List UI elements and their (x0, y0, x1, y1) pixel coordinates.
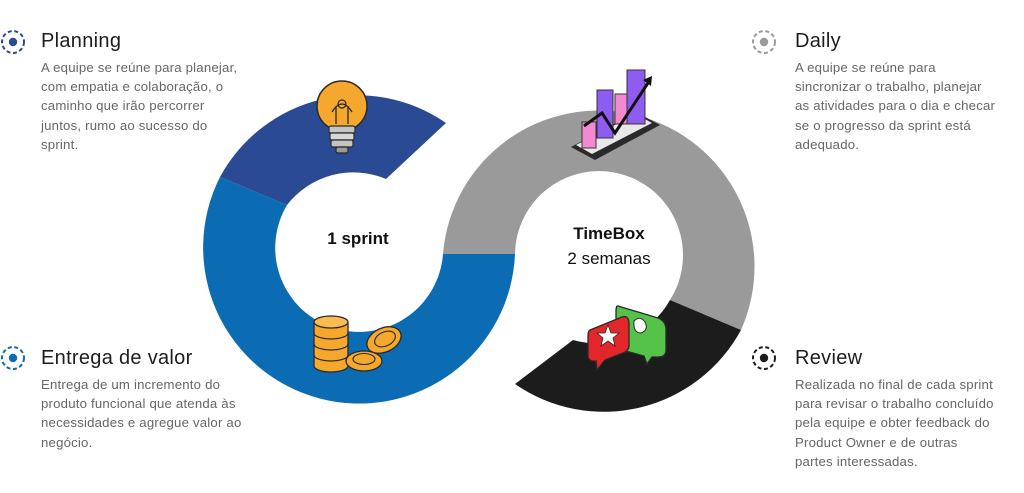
desc-line: sprint. (41, 136, 79, 152)
desc-line: Product Owner e de outras (795, 434, 958, 450)
desc-line: A equipe se reúne para planejar, (41, 60, 238, 75)
bar-chart-icon (571, 69, 660, 160)
target-icon (1, 346, 25, 370)
review-description: Realizada no final de cada sprint para r… (795, 375, 994, 471)
desc-line: A equipe se reúne para (795, 60, 936, 75)
desc-line: Entrega de um incremento do (41, 377, 221, 392)
desc-line: adequado. (795, 136, 860, 152)
review-ring-segment (515, 300, 741, 412)
planning-ring-segment (220, 95, 446, 205)
left-center-label: 1 sprint (327, 229, 389, 248)
planning-step: Planning A equipe se reúne para planejar… (41, 30, 291, 160)
planning-title: Planning (41, 30, 122, 52)
chat-bubbles-icon (587, 305, 667, 372)
desc-line: necessidades e agregue valor ao (41, 415, 242, 431)
desc-line: juntos, rumo ao sucesso do (41, 117, 208, 133)
entrega-description: Entrega de um incremento do produto func… (41, 375, 241, 452)
desc-line: partes interessadas. (795, 453, 918, 469)
target-icon (1, 30, 25, 54)
desc-line: pela equipe e obter feedback do (795, 415, 990, 431)
desc-line: sincronizar o trabalho, planejar (795, 79, 982, 95)
review-step: Review Realizada no final de cada sprint… (795, 347, 1023, 477)
right-center-subtitle: 2 semanas (567, 249, 651, 268)
desc-line: com empatia e colaboração, o (41, 79, 224, 95)
review-title: Review (795, 347, 863, 369)
entrega-title: Entrega de valor (41, 347, 193, 369)
entrega-ring-segment (203, 177, 516, 404)
daily-step: Daily A equipe se reúne para sincronizar… (795, 30, 1023, 160)
lightbulb-icon (316, 80, 368, 154)
entrega-step: Entrega de valor Entrega de um increment… (41, 347, 291, 457)
desc-line: se o progresso da sprint está (795, 117, 971, 133)
coins-icon (313, 315, 402, 373)
desc-line: negócio. (41, 434, 93, 450)
desc-line: as atividades para o dia e checar (795, 98, 996, 114)
daily-description: A equipe se reúne para sincronizar o tra… (795, 58, 995, 154)
right-center-title: TimeBox (573, 224, 645, 243)
target-icon (752, 30, 776, 54)
desc-line: produto funcional que atenda às (41, 396, 236, 412)
planning-description: A equipe se reúne para planejar, com emp… (41, 58, 237, 154)
target-icon (752, 346, 776, 370)
daily-title: Daily (795, 30, 841, 52)
daily-ring-segment (443, 110, 755, 331)
desc-line: caminho que irão percorrer (41, 98, 205, 114)
desc-line: Realizada no final de cada sprint (795, 377, 993, 392)
desc-line: para revisar o trabalho concluído (795, 396, 994, 412)
